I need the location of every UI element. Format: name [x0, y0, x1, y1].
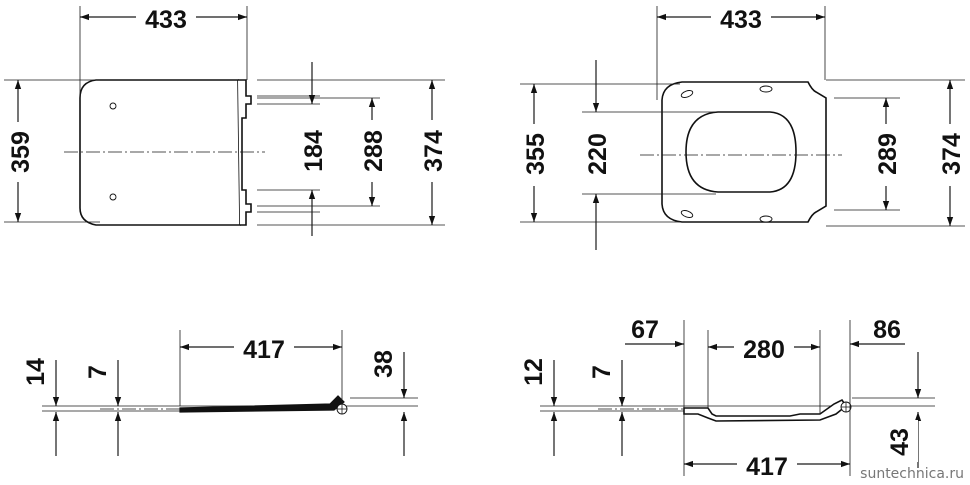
dim-hinge-height: 43 [886, 428, 914, 456]
buffer-bottom-right [759, 215, 773, 223]
dim-offset-front: 67 [631, 316, 659, 344]
top-left-view: 433 359 184 288 374 [4, 2, 448, 236]
dim-inner-length: 280 [743, 336, 785, 364]
dim-width: 433 [720, 6, 762, 34]
hinge-block [238, 79, 252, 226]
top-right-view: 433 355 220 289 374 [518, 2, 966, 250]
dim-hinge-mid: 288 [360, 130, 388, 172]
buffer-top-left [680, 90, 694, 98]
dim-hinge-mid: 289 [874, 133, 902, 175]
dim-height-outer: 374 [938, 133, 966, 175]
seat-profile [683, 398, 848, 422]
watermark: suntechnica.ru [860, 466, 964, 482]
fixing-hole-top [109, 102, 117, 110]
dim-height-total: 359 [7, 131, 35, 173]
dim-opening: 220 [584, 133, 612, 175]
side-right-view: 12 7 67 280 86 417 43 [520, 312, 935, 481]
dim-height-a: 12 [520, 358, 548, 386]
dim-height-outer: 374 [420, 130, 448, 172]
dim-height-b: 7 [588, 365, 616, 379]
lid-outline [79, 79, 241, 226]
dim-width: 433 [145, 6, 187, 34]
side-left-view: 14 7 417 38 [22, 330, 418, 456]
dim-offset-back: 86 [873, 316, 901, 344]
dim-height-total: 355 [522, 133, 550, 175]
dim-height-b: 7 [84, 365, 112, 379]
dim-hinge-height: 38 [370, 350, 398, 378]
buffer-bottom-left [680, 210, 694, 218]
seat-opening [685, 111, 797, 193]
dim-length: 417 [243, 336, 285, 364]
lid-profile [179, 395, 345, 413]
dim-length: 417 [746, 453, 788, 481]
dim-height-a: 14 [22, 358, 50, 386]
dim-hinge-inner: 184 [300, 130, 328, 172]
fixing-hole-bottom [109, 193, 117, 201]
buffer-top-right [759, 85, 773, 93]
